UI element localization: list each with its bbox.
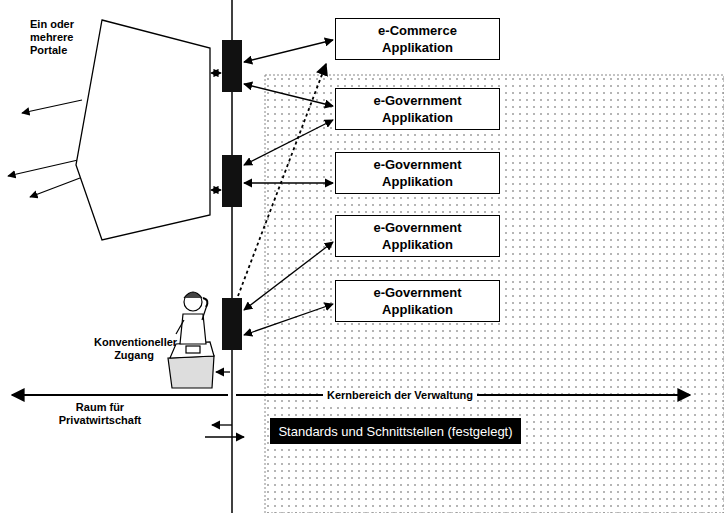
box-label: Standards und Schnittstellen (festgelegt… [278, 424, 512, 439]
box-label: e-Government Applikation [342, 284, 493, 318]
scope-label: Raum für Privatwirtschaft [40, 401, 160, 427]
box-label: e-Government Applikation [342, 156, 493, 190]
box-label: e-Commerce Applikation [342, 22, 493, 56]
box-label: e-Government Applikation [342, 92, 493, 126]
access-label: Konventioneller Zugang [94, 336, 174, 362]
application-box: e-Government Applikation [335, 88, 500, 130]
portal-shape: Ein oder mehrere Portale [30, 14, 215, 246]
core-area [265, 75, 724, 513]
application-box: e-Government Applikation [335, 215, 500, 257]
standards-box: Standards und Schnittstellen (festgelegt… [270, 418, 521, 444]
application-box: e-Government Applikation [335, 152, 500, 194]
application-box: e-Commerce Applikation [335, 18, 500, 60]
portal-label: Ein oder mehrere Portale [30, 18, 90, 57]
box-label: e-Government Applikation [342, 219, 493, 253]
portal-trapezoid [76, 20, 210, 240]
gateway-blocks [222, 40, 242, 350]
application-box: e-Government Applikation [335, 280, 500, 322]
app-arrows [238, 40, 333, 335]
scope-label: Kernbereich der Verwaltung [323, 389, 477, 402]
telephone-operator [168, 292, 230, 388]
